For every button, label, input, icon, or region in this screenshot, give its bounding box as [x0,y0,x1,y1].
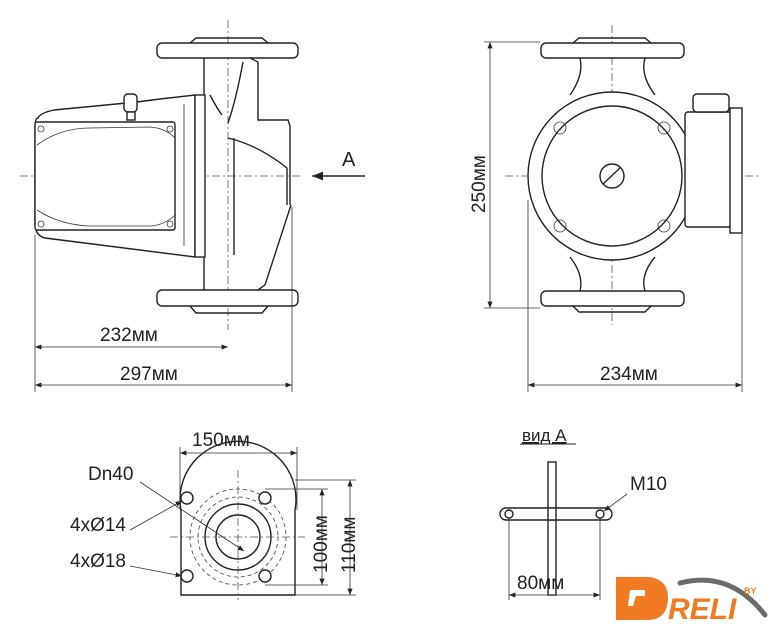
side-view: A 232мм 297мм [20,20,365,392]
dreli-logo: RELI BY [616,577,768,626]
logo-drill-d [616,577,668,620]
label-holes-14: 4xØ14 [70,515,126,536]
dim-297: 297мм [120,364,178,385]
label-dn40: Dn40 [88,464,133,485]
dim-110: 110мм [339,517,360,573]
dim-150: 150мм [192,430,250,451]
cable-gland-front [692,93,730,113]
terminal-box [34,121,176,231]
motor-plate [194,94,206,258]
top-flange [156,42,299,59]
cable-gland [123,93,138,113]
view-a-title: вид А [522,426,567,445]
logo-swoosh [677,577,768,618]
dim-234: 234мм [600,364,658,385]
label-m10: M10 [630,474,667,495]
logo-wordmark: RELI [668,593,737,626]
dim-232: 232мм [100,325,158,346]
arrow-label: A [342,149,356,171]
dim-250: 250мм [469,155,490,213]
label-holes-18: 4xØ18 [70,551,126,572]
flange-view: 150мм 100мм 110мм Dn40 4xØ14 4xØ18 [70,430,360,600]
bottom-flange [156,289,299,307]
view-a: вид А M10 80мм [499,426,667,600]
logo-by: BY [744,586,757,596]
dim-100: 100мм [311,515,332,573]
front-view: 250мм 234мм [469,25,760,392]
dim-80: 80мм [517,573,564,594]
